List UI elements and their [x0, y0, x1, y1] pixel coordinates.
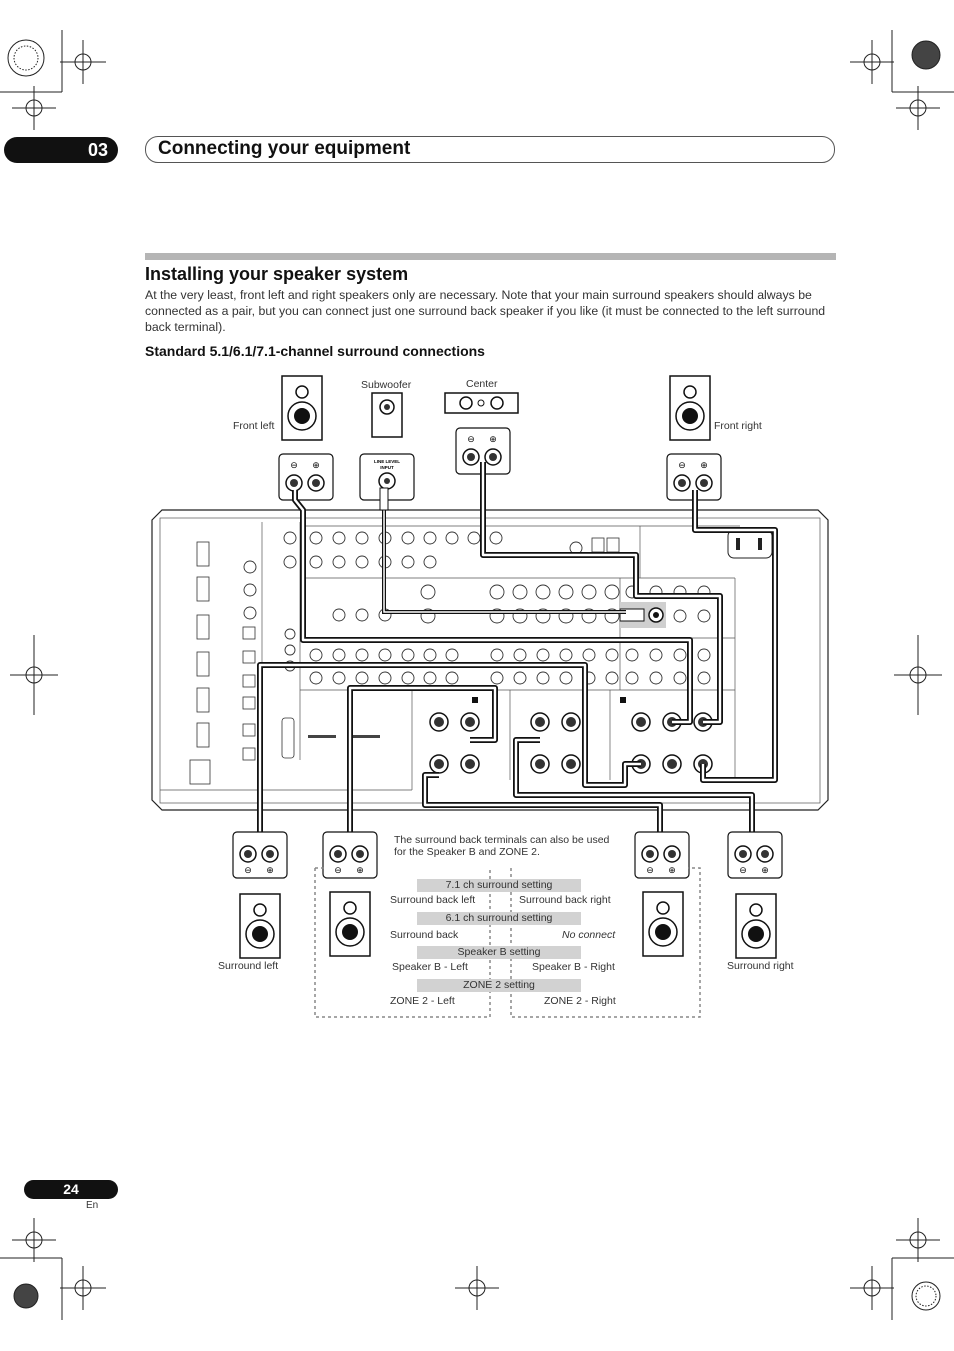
label-surround-left: Surround left [218, 960, 279, 972]
setting-zone-2-left: ZONE 2 - Left [390, 995, 455, 1007]
subwoofer-speaker [371, 392, 403, 438]
surround-right-speaker [735, 893, 777, 959]
front-right-speaker [669, 375, 711, 441]
front-left-speaker [281, 375, 323, 441]
label-surround-right: Surround right [727, 960, 794, 972]
setting-zone-2-right: ZONE 2 - Right [544, 995, 616, 1007]
surround-left-speaker [239, 893, 281, 959]
svg-text:LINE LEVEL: LINE LEVEL [374, 459, 400, 464]
label-center: Center [466, 378, 498, 390]
surround-back-note: The surround back terminals can also be … [394, 834, 610, 858]
setting-7-1-right: Surround back right [519, 894, 611, 906]
setting-6-1-left: Surround back [390, 929, 459, 941]
setting-band-speaker-b: Speaker B setting [417, 946, 581, 959]
setting-band-6-1: 6.1 ch surround setting [417, 912, 581, 925]
surround-back-right-speaker [642, 891, 684, 957]
surround-back-left-speaker [329, 891, 371, 957]
language-code: En [86, 1200, 99, 1211]
setting-band-zone-2: ZONE 2 setting [417, 979, 581, 992]
section-title: Installing your speaker system [145, 264, 409, 284]
setting-band-7-1: 7.1 ch surround setting [417, 879, 581, 892]
setting-speaker-b-right: Speaker B - Right [532, 961, 615, 973]
label-front-right: Front right [714, 420, 762, 432]
chapter-number: 03 [4, 137, 118, 163]
section-subtitle: Standard 5.1/6.1/7.1-channel surround co… [145, 343, 485, 359]
chapter-title: Connecting your equipment [158, 138, 411, 159]
label-front-left: Front left [233, 420, 275, 432]
section-rule [145, 253, 836, 260]
chapter-bar [145, 136, 835, 163]
section-intro: At the very least, front left and right … [145, 288, 826, 334]
center-speaker [444, 392, 519, 414]
label-subwoofer: Subwoofer [361, 379, 412, 391]
svg-text:INPUT: INPUT [380, 465, 394, 470]
page-number: 24 [24, 1180, 118, 1199]
setting-6-1-right: No connect [562, 929, 616, 941]
setting-7-1-left: Surround back left [390, 894, 476, 906]
subwoofer-input-box: LINE LEVEL INPUT [359, 453, 415, 501]
setting-speaker-b-left: Speaker B - Left [392, 961, 468, 973]
